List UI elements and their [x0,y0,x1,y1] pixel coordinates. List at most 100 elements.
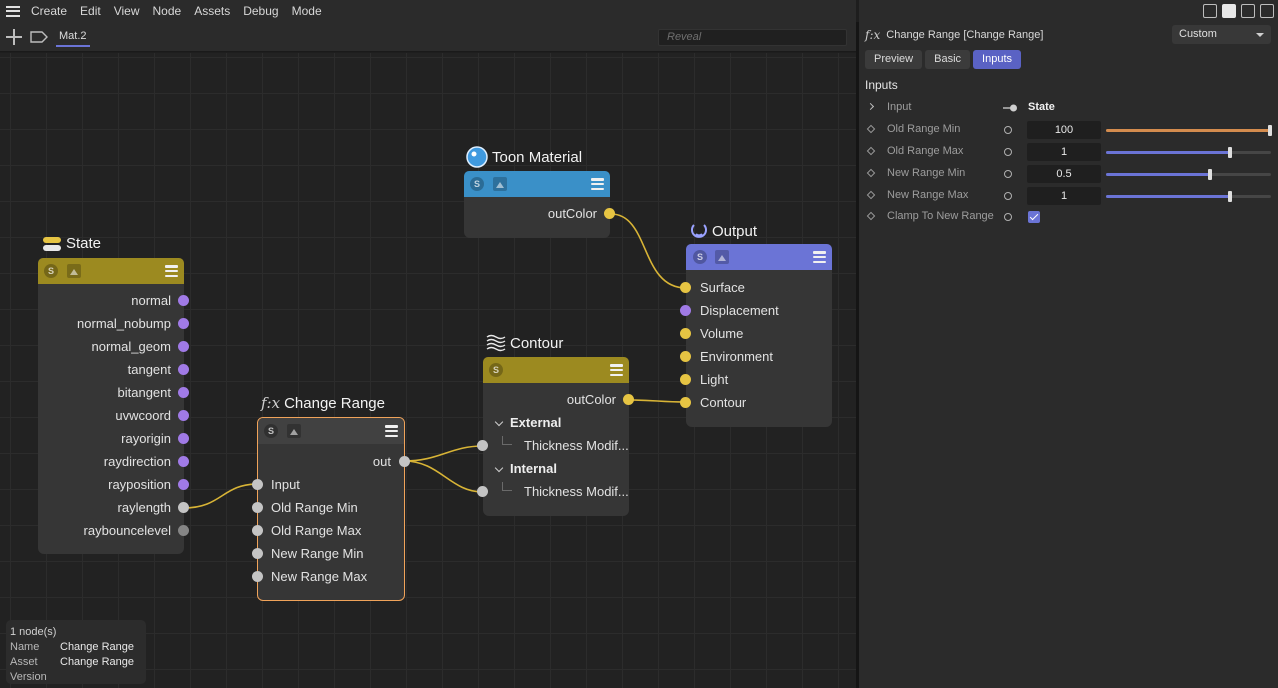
menu-create[interactable]: Create [31,4,68,18]
tag-icon[interactable] [30,31,48,43]
node-menu-icon[interactable] [165,265,178,277]
node-output[interactable]: S Surface Displacement Volume Environmen… [680,244,832,427]
contour-icon [486,334,506,352]
menu-edit[interactable]: Edit [80,4,101,18]
node-canvas[interactable]: Toon Material S outColor Output S Surfac… [0,53,856,688]
param-value-field[interactable]: 100 [1027,121,1101,139]
node-menu-icon[interactable] [591,178,604,190]
port-dot[interactable] [477,486,488,497]
param-value-field[interactable]: 1 [1027,187,1101,205]
node-menu-icon[interactable] [385,425,398,437]
tab-material[interactable]: Mat.2 [56,30,90,47]
group-internal[interactable]: Internal [510,461,557,476]
port-dot[interactable] [178,479,189,490]
menu-debug[interactable]: Debug [243,4,279,18]
clamp-checkbox[interactable] [1028,211,1040,223]
param-value-field[interactable]: 0.5 [1027,165,1101,183]
lock-icon[interactable] [1241,4,1255,18]
port-dot[interactable] [178,456,189,467]
param-old-range-max: Old Range Max 1 [865,142,1273,162]
panel-divider[interactable] [856,22,859,688]
keyframe-icon[interactable] [866,124,876,134]
port-dot[interactable] [178,502,189,513]
param-value-field[interactable]: 1 [1027,143,1101,161]
mode-dropdown[interactable]: Custom [1172,25,1271,44]
port-dot[interactable] [178,295,189,306]
node-change-range[interactable]: S out Input Old Range Min Old Range Max … [252,417,410,601]
param-slider[interactable] [1106,147,1271,158]
chevron-right-icon[interactable] [866,102,875,111]
keyframe-icon[interactable] [866,190,876,200]
port-toggle-icon[interactable] [1004,213,1012,221]
reveal-input[interactable]: Reveal [658,29,847,46]
port-dot[interactable] [252,548,263,559]
output-title-text: Output [712,222,758,240]
port-toggle-icon[interactable] [1004,148,1012,156]
port-toggle-icon[interactable] [1004,126,1012,134]
port-toggle-icon[interactable] [1004,170,1012,178]
preview-icon[interactable] [287,424,301,438]
preview-icon[interactable] [493,177,507,191]
slider-handle[interactable] [1228,191,1232,202]
port-dot[interactable] [178,410,189,421]
port-dot[interactable] [680,305,691,316]
param-label: Clamp To New Range [887,210,994,222]
keyframe-icon[interactable] [866,211,876,221]
param-linked-value[interactable]: State [1028,101,1055,113]
hamburger-menu-icon[interactable] [6,5,20,17]
port-dot[interactable] [477,440,488,451]
keyframe-icon[interactable] [866,168,876,178]
port-dot[interactable] [178,318,189,329]
tab-basic[interactable]: Basic [925,50,971,69]
preview-icon[interactable] [67,264,81,278]
port-dot[interactable] [252,571,263,582]
param-slider[interactable] [1106,191,1271,202]
slider-handle[interactable] [1268,125,1272,136]
chevron-down-icon[interactable] [494,417,504,427]
connected-port-icon[interactable] [1002,103,1018,113]
node-contour[interactable]: S outColor External Thickness Modif... I… [477,357,634,516]
port-dot[interactable] [399,456,410,467]
port-dot[interactable] [680,282,691,293]
layout-left-icon[interactable] [1203,4,1217,18]
keyframe-icon[interactable] [866,146,876,156]
tab-inputs[interactable]: Inputs [973,50,1021,69]
port-dot[interactable] [604,208,615,219]
node-header: S [483,357,629,383]
menu-mode[interactable]: Mode [291,4,322,18]
port-dot[interactable] [178,433,189,444]
port-dot[interactable] [680,374,691,385]
node-menu-icon[interactable] [813,251,826,263]
port-dot[interactable] [623,394,634,405]
node-menu-icon[interactable] [610,364,623,376]
preview-icon[interactable] [715,250,729,264]
port-dot[interactable] [680,328,691,339]
port-dot[interactable] [680,397,691,408]
node-state[interactable]: S normal normal_nobump normal_geom tange… [38,258,189,554]
port-dot[interactable] [252,479,263,490]
port-dot[interactable] [178,525,189,536]
menu-node[interactable]: Node [152,4,182,18]
port-toggle-icon[interactable] [1004,192,1012,200]
layout-right-icon[interactable] [1222,4,1236,18]
add-icon[interactable] [6,29,22,45]
port-dot[interactable] [680,351,691,362]
output-title: Output [690,221,757,241]
group-external[interactable]: External [510,415,562,430]
param-slider[interactable] [1106,125,1272,136]
port-dot[interactable] [252,525,263,536]
chevron-down-icon[interactable] [494,463,504,473]
node-toon-material[interactable]: S outColor [464,171,615,238]
param-label: Input [887,101,912,113]
port-dot[interactable] [252,502,263,513]
tab-preview[interactable]: Preview [865,50,923,69]
slider-handle[interactable] [1208,169,1212,180]
menu-assets[interactable]: Assets [194,4,231,18]
menu-view[interactable]: View [113,4,140,18]
port-dot[interactable] [178,364,189,375]
port-dot[interactable] [178,387,189,398]
expand-icon[interactable] [1260,4,1274,18]
param-slider[interactable] [1106,169,1271,180]
slider-handle[interactable] [1228,147,1232,158]
port-dot[interactable] [178,341,189,352]
